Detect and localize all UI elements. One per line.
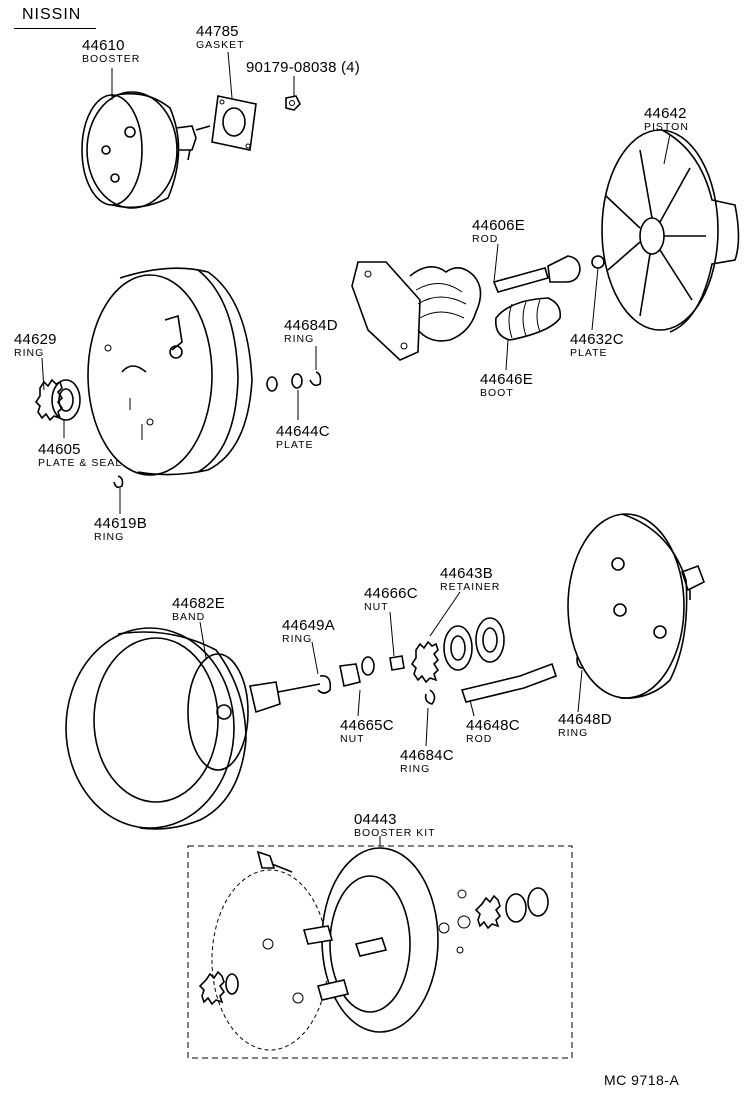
part-number: 44684C xyxy=(400,747,454,764)
part-name: RING xyxy=(94,531,125,543)
part-number: 44648D xyxy=(558,711,612,728)
part-name: ROD xyxy=(472,233,499,245)
booster-assembly-drawing xyxy=(81,91,211,209)
part-label-04443: 04443 BOOSTER KIT xyxy=(354,812,436,839)
part-number: 44649A xyxy=(282,617,335,634)
part-label-44684C: 44684C RING xyxy=(400,748,454,775)
part-number: 44646E xyxy=(480,371,533,388)
rod-44606E-drawing xyxy=(492,255,605,293)
part-number: 44629 xyxy=(14,331,57,348)
part-number: 44632C xyxy=(570,331,624,348)
part-number: 44785 xyxy=(196,23,239,40)
spring-plate-drawing xyxy=(351,261,482,361)
part-number: 44606E xyxy=(472,217,525,234)
part-label-44785: 44785 GASKET xyxy=(196,24,245,51)
brand-underline xyxy=(14,28,96,29)
diagram-code: MC 9718-A xyxy=(604,1072,680,1088)
band-drawing xyxy=(187,653,249,771)
part-name: RING xyxy=(400,763,431,775)
plate-seal-44605-drawing xyxy=(34,378,81,422)
part-name: RING xyxy=(282,633,313,645)
leader-lines xyxy=(41,51,671,846)
part-name: RETAINER xyxy=(440,581,501,593)
part-label-44646E: 44646E BOOT xyxy=(480,372,533,399)
part-number: 44610 xyxy=(82,37,125,54)
part-name: BOOSTER KIT xyxy=(354,827,436,839)
piston-drawing xyxy=(601,129,740,333)
part-label-44644C: 44644C PLATE xyxy=(276,424,330,451)
part-label-44682E: 44682E BAND xyxy=(172,596,225,623)
gasket-drawing xyxy=(211,95,257,151)
part-name: BOOSTER xyxy=(82,53,141,65)
part-name: BAND xyxy=(172,611,206,623)
part-number: 44682E xyxy=(172,595,225,612)
part-label-44666C: 44666C NUT xyxy=(364,586,418,613)
booster-kit-box xyxy=(187,845,573,1059)
part-name: NUT xyxy=(364,601,389,613)
brand-label: NISSIN xyxy=(22,6,82,23)
part-label-90179: 90179-08038 (4) xyxy=(246,60,360,75)
part-label-44648C: 44648C ROD xyxy=(466,718,520,745)
part-number: 90179-08038 (4) xyxy=(246,59,360,76)
push-rod-drawing xyxy=(424,651,588,705)
part-number: 44643B xyxy=(440,565,493,582)
part-number: 44684D xyxy=(284,317,338,334)
nut-90179-drawing xyxy=(285,95,301,111)
part-name: ROD xyxy=(466,733,493,745)
part-name: PLATE & SEAL xyxy=(38,457,123,469)
part-name: RING xyxy=(14,347,45,359)
part-number: 44642 xyxy=(644,105,687,122)
part-name: PISTON xyxy=(644,121,689,133)
part-number: 44619B xyxy=(94,515,147,532)
part-label-44648D: 44648D RING xyxy=(558,712,612,739)
part-name: RING xyxy=(284,333,315,345)
part-label-44642: 44642 PISTON xyxy=(644,106,689,133)
rear-plate-drawing xyxy=(567,513,706,699)
part-label-44610: 44610 BOOSTER xyxy=(82,38,140,65)
part-label-44629: 44629 RING xyxy=(14,332,57,359)
part-label-44632C: 44632C PLATE xyxy=(570,332,624,359)
part-name: GASKET xyxy=(196,39,245,51)
rear-shell-drawing xyxy=(65,627,247,830)
part-number: 44648C xyxy=(466,717,520,734)
part-name: PLATE xyxy=(570,347,608,359)
part-label-44619B: 44619B RING xyxy=(94,516,147,543)
valve-rod-drawing xyxy=(249,655,405,714)
boot-drawing xyxy=(494,297,562,341)
part-name: NUT xyxy=(340,733,365,745)
retainer-drawing xyxy=(410,617,505,684)
part-label-44665C: 44665C NUT xyxy=(340,718,394,745)
part-number: 04443 xyxy=(354,811,397,828)
part-label-44684D: 44684D RING xyxy=(284,318,338,345)
part-name: PLATE xyxy=(276,439,314,451)
part-label-44643B: 44643B RETAINER xyxy=(440,566,500,593)
part-name: RING xyxy=(558,727,589,739)
part-label-44649A: 44649A RING xyxy=(282,618,335,645)
part-number: 44665C xyxy=(340,717,394,734)
part-number: 44605 xyxy=(38,441,81,458)
part-name: BOOT xyxy=(480,387,514,399)
front-shell-drawing xyxy=(87,267,253,476)
part-number: 44666C xyxy=(364,585,418,602)
part-number: 44644C xyxy=(276,423,330,440)
part-label-44605: 44605 PLATE & SEAL xyxy=(38,442,122,469)
part-label-44606E: 44606E ROD xyxy=(472,218,525,245)
small-rings-drawing xyxy=(113,371,322,489)
